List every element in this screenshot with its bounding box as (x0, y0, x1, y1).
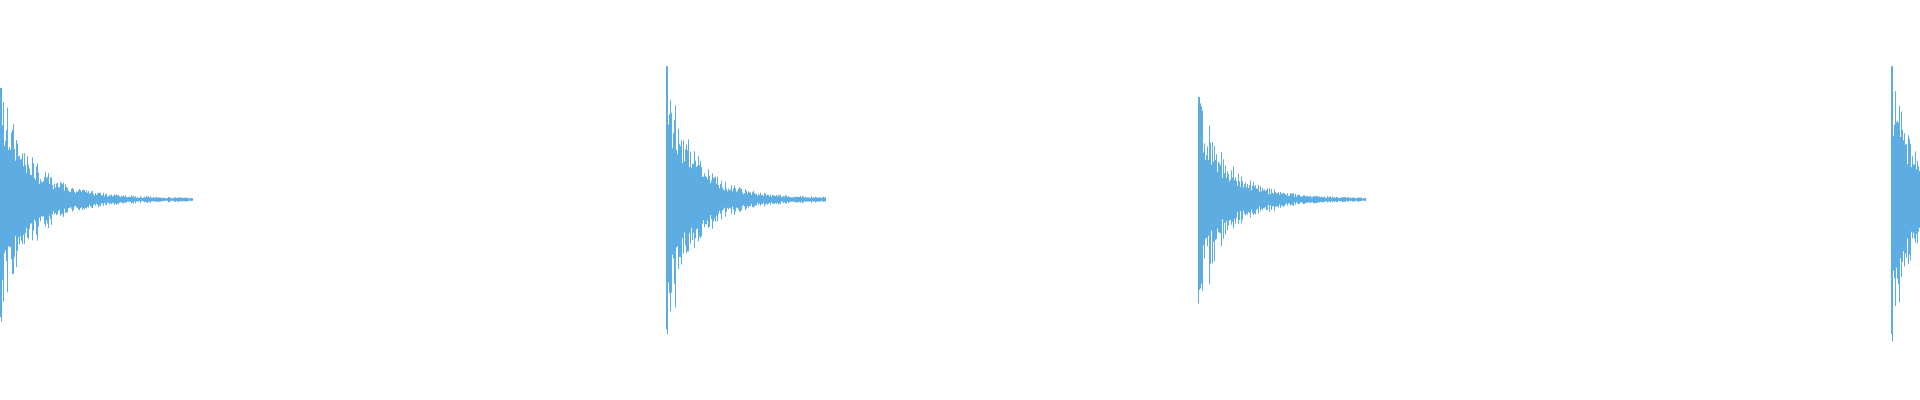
waveform-transient-1 (0, 87, 193, 322)
waveform-transient-3 (1198, 96, 1366, 304)
waveform-transient-2 (666, 66, 826, 335)
waveform-transient-4 (1891, 66, 1920, 342)
waveform-transients (0, 66, 1920, 342)
